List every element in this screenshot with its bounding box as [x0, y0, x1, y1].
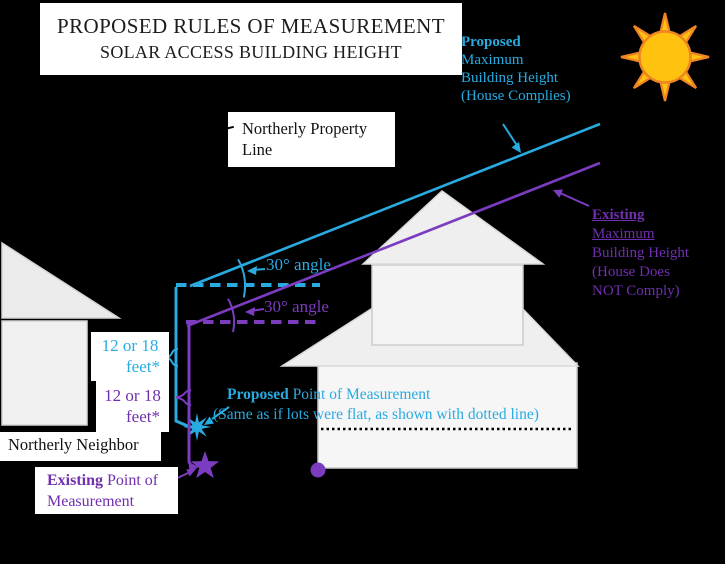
existing-max-line3: Building Height — [592, 245, 690, 261]
existing-max-line2: Maximum — [592, 226, 655, 242]
proposed-point-line1: Proposed Point of Measurement — [213, 385, 583, 405]
existing-max-line5: NOT Comply) — [592, 283, 680, 299]
neighbor-box: Northerly Neighbor — [0, 432, 161, 461]
neighbor-label: Northerly Neighbor — [8, 435, 139, 454]
proposed-point-emphasis: Proposed — [227, 386, 289, 403]
proposed-vertical-line — [174, 287, 191, 429]
existing-max-height-label: Existing Maximum Building Height (House … — [592, 206, 725, 301]
existing-angle-label: 30° angle — [264, 297, 329, 316]
proposed-label-arrowhead — [511, 142, 521, 153]
existing-height-brace — [175, 389, 192, 406]
sun-body — [638, 30, 692, 84]
burst-star-icon — [183, 413, 211, 441]
main-house-upper-roof — [361, 190, 546, 265]
neighbor-house — [1, 241, 122, 426]
existing-construction — [168, 161, 601, 483]
proposed-point-arrowhead — [204, 416, 214, 425]
proposed-max-line3: Building Height — [461, 70, 559, 86]
proposed-max-emphasis: Proposed — [461, 34, 521, 50]
proposed-angle-arc — [237, 258, 246, 298]
neighbor-roof — [1, 241, 122, 319]
proposed-point-label: Proposed Point of Measurement (Same as i… — [213, 385, 583, 425]
circle-dot-icon — [310, 462, 326, 478]
property-line-box: Northerly Property Line — [228, 112, 395, 167]
proposed-point-arrow-line — [211, 406, 230, 420]
proposed-point-rest: Point of Measurement — [288, 386, 431, 403]
page-subtitle: SOLAR ACCESS BUILDING HEIGHT — [100, 42, 402, 62]
proposed-angle-arrowhead — [247, 266, 257, 275]
proposed-label-arrow-line — [502, 123, 519, 148]
proposed-feet-line2: feet* — [126, 357, 160, 376]
existing-point-rest: Point of — [103, 472, 159, 489]
proposed-max-line4: (House Complies) — [461, 88, 571, 104]
existing-point-box: Existing Point of Measurement — [35, 467, 178, 514]
existing-feet-line1: 12 or 18 — [104, 386, 161, 405]
existing-angle-arc — [227, 298, 236, 333]
proposed-point-line2: (Same as if lots were flat, as shown wit… — [213, 406, 539, 423]
proposed-feet-line1: 12 or 18 — [101, 336, 159, 355]
proposed-max-height-line — [189, 122, 601, 288]
existing-feet-line2: feet* — [126, 407, 160, 426]
existing-max-emphasis: Existing — [592, 207, 645, 223]
existing-point-line2: Measurement — [47, 493, 135, 510]
page-title: PROPOSED RULES OF MEASUREMENT — [57, 14, 445, 38]
existing-max-line4: (House Does — [592, 264, 670, 280]
existing-angle-arrowhead — [245, 307, 255, 316]
proposed-angle-label: 30° angle — [266, 255, 331, 274]
proposed-feet-box: 12 or 18 feet* — [91, 332, 169, 381]
existing-label-arrowhead — [553, 189, 563, 198]
proposed-max-height-label: Proposed Maximum Building Height (House … — [461, 33, 591, 105]
main-house — [279, 190, 580, 469]
property-line-label-1: Northerly Property — [242, 119, 368, 138]
sun-icon — [619, 11, 711, 103]
main-house-body — [317, 362, 578, 469]
main-house-second-story — [371, 264, 524, 346]
proposed-max-line2: Maximum — [461, 52, 524, 68]
neighbor-body — [1, 320, 88, 426]
existing-feet-box: 12 or 18 feet* — [96, 381, 169, 432]
property-line-label-2: Line — [242, 140, 273, 159]
existing-point-arrowhead — [186, 469, 196, 477]
five-point-star-icon — [190, 451, 220, 479]
title-box: PROPOSED RULES OF MEASUREMENT SOLAR ACCE… — [40, 3, 462, 75]
existing-max-height-line — [186, 161, 601, 328]
existing-point-emphasis: Existing — [47, 472, 104, 489]
existing-vertical-line — [187, 323, 194, 468]
existing-label-arrow-line — [559, 192, 590, 207]
existing-point-line1: Existing Point of — [47, 470, 178, 491]
